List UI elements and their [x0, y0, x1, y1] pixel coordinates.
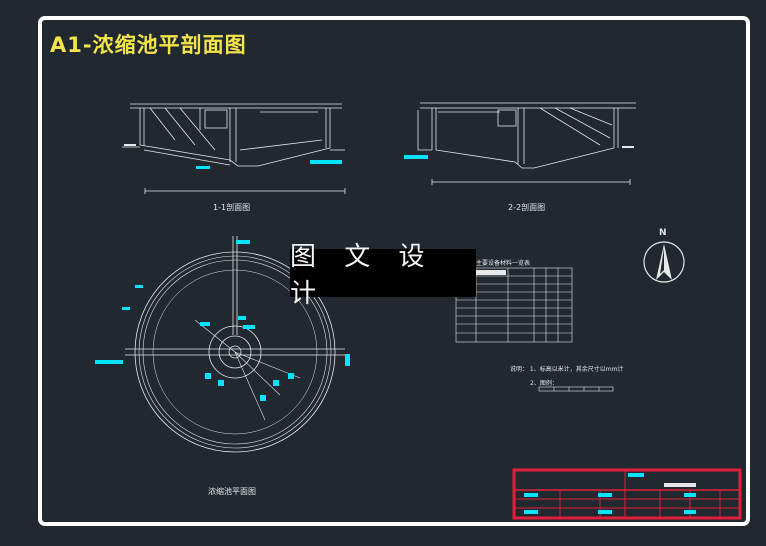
north-label: N — [659, 228, 667, 238]
equipment-table-title: 主要设备材料一览表 — [476, 260, 531, 267]
section-1-1-labels — [124, 144, 342, 169]
north-arrow — [643, 241, 685, 283]
plan-view-label: 浓缩池平面图 — [208, 487, 256, 496]
equipment-table — [455, 267, 573, 343]
section-2-2-labels — [404, 146, 634, 159]
plan-view-drawing — [125, 236, 345, 453]
plan-view-labels — [95, 240, 350, 401]
drawing-note-2: 2、图例： — [530, 380, 558, 387]
scale-bar — [538, 386, 614, 392]
watermark-banner: 图 文 设 计 — [290, 242, 476, 309]
section-2-2-label: 2-2剖面图 — [508, 203, 546, 212]
section-1-1-drawing — [122, 103, 346, 194]
drawing-border — [38, 16, 750, 526]
section-1-1-label: 1-1剖面图 — [213, 203, 251, 212]
section-2-2-drawing — [417, 102, 636, 185]
title-block — [512, 468, 742, 520]
drawing-note-1: 说明： 1、标高以米计，其余尺寸以mm计 — [510, 366, 624, 373]
drawing-title: A1-浓缩池平剖面图 — [50, 33, 247, 57]
